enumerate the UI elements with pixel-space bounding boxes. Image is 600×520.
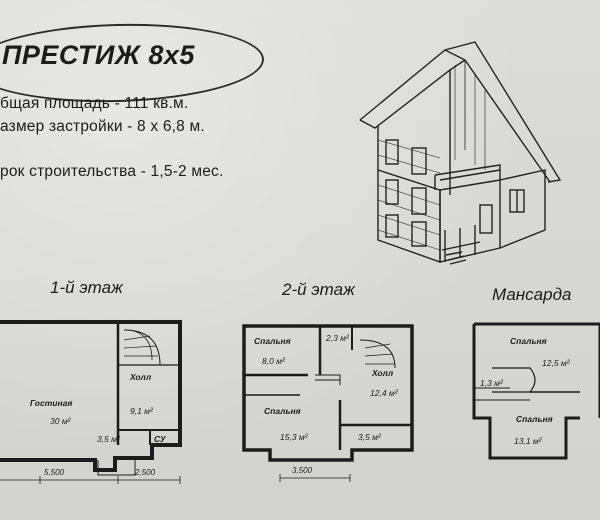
room-area-closet: 2,3 м² [326,333,349,343]
dimension-width-side: 2,500 [135,468,156,477]
room-label-living: Гостиная [30,398,73,408]
floor-plan-attic-walls [472,322,600,460]
room-label-bathroom: СУ [154,434,166,444]
floor-plan-second-walls [242,324,414,482]
dimension-width-second: 3,500 [292,466,313,475]
room-label-attic-bedroom-bottom: Спальня [516,414,553,424]
floor-plan-second: Спальня 8,0 м² 2,3 м² Холл 12,4 м² Спаль… [240,320,420,510]
room-area-living: 30 м² [50,416,71,426]
room-area-hall-first: 9,1 м² [130,406,153,416]
room-area-attic-landing: 1,3 м² [480,378,503,388]
page-title: ПРЕСТИЖ 8х5 [2,40,195,70]
room-area-attic-bedroom-top: 12,5 м² [542,358,570,368]
floor-title-first: 1-й этаж [50,278,123,297]
spec-total-area: бщая площадь - 111 кв.м. [0,95,189,112]
house-illustration [359,41,562,265]
spec-build-size: азмер застройки - 8 х 6,8 м. [0,118,205,135]
room-area-small-first: 3,5 м² [97,434,120,444]
floor-title-second: 2-й этаж [282,280,355,299]
room-label-bedroom-large: Спальня [264,406,301,416]
floor-plan-attic: Спальня 12,5 м² 1,3 м² Спальня 13,1 м² [470,318,600,468]
room-label-attic-bedroom-top: Спальня [510,336,547,346]
room-area-hall-second: 12,4 м² [370,388,398,398]
room-area-bedroom-small: 8,0 м² [262,356,285,366]
room-area-storage: 3,5 м² [358,432,381,442]
room-label-hall-first: Холл [130,372,152,382]
room-area-attic-bedroom-bottom: 13,1 м² [514,436,542,446]
room-label-hall-second: Холл [372,368,394,378]
floor-plan-first: Гостиная 30 м² Холл 9,1 м² 3,5 м² СУ 5,5… [0,310,200,510]
floor-plan-first-walls [0,320,182,484]
dimension-width-main: 5,500 [44,468,65,477]
spec-build-time: рок строительства - 1,5-2 мес. [0,163,224,180]
floor-title-attic: Мансарда [492,285,572,304]
room-label-bedroom-small: Спальня [254,336,291,346]
room-area-bedroom-large: 15,3 м² [280,432,308,442]
